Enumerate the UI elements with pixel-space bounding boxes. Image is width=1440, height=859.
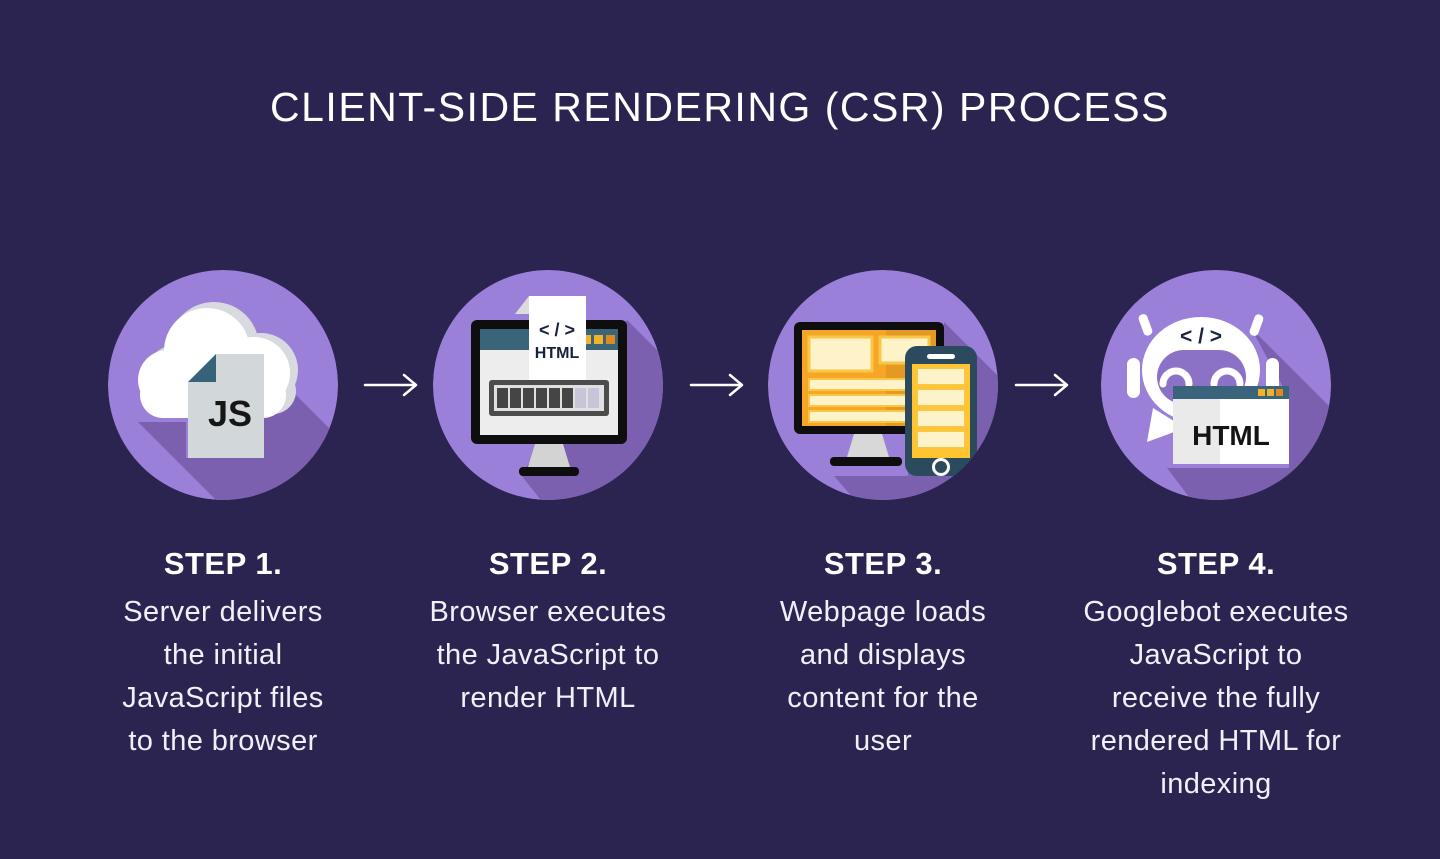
- step-3-line: content for the: [787, 682, 979, 714]
- step-4-label: STEP 4.: [1156, 546, 1276, 581]
- step-2-line: Browser executes: [429, 596, 667, 628]
- js-file-label: JS: [208, 393, 252, 434]
- step-2-description: Browser executes the JavaScript to rende…: [378, 591, 718, 720]
- right-arrow-icon: [363, 373, 418, 397]
- step-2-line: the JavaScript to: [436, 639, 660, 671]
- step-3-column: STEP 3. Webpage loads and displays conte…: [713, 270, 1053, 763]
- step-3-line: user: [853, 725, 912, 757]
- step-4-line: JavaScript to: [1129, 639, 1303, 671]
- step-4-column: < / > HTML STEP 4. Googlebot executes Ja…: [1046, 270, 1386, 806]
- step-4-line: receive the fully: [1111, 682, 1321, 714]
- step-1-line: the initial: [163, 639, 283, 671]
- step-4-line: indexing: [1160, 768, 1272, 800]
- step-2-line: render HTML: [460, 682, 636, 714]
- step-3-line: and displays: [799, 639, 966, 671]
- step-4-description: Googlebot executes JavaScript to receive…: [1046, 591, 1386, 806]
- cloud-js-file-icon: JS: [108, 270, 338, 500]
- step-2-label: STEP 2.: [488, 546, 608, 581]
- page-title: CLIENT-SIDE RENDERING (CSR) PROCESS: [270, 84, 1170, 130]
- step-1-column: JS STEP 1. Server delivers the initial J…: [53, 270, 393, 763]
- step-4-line: Googlebot executes: [1083, 596, 1349, 628]
- step-1-line: Server delivers: [123, 596, 323, 628]
- right-arrow-icon: [689, 373, 744, 397]
- googlebot-html-icon: < / > HTML: [1101, 270, 1331, 500]
- code-tag-label: < / >: [539, 320, 575, 340]
- step-3-description: Webpage loads and displays content for t…: [713, 591, 1053, 763]
- html-window-label: HTML: [1192, 420, 1270, 451]
- right-arrow-icon: [1014, 373, 1069, 397]
- step-3-line: Webpage loads: [779, 596, 987, 628]
- step-1-label: STEP 1.: [163, 546, 283, 581]
- robot-code-label: < / >: [1180, 325, 1222, 348]
- step-3-label: STEP 3.: [823, 546, 943, 581]
- desktop-mobile-webpage-icon: [768, 270, 998, 500]
- browser-executes-js-icon: < / > HTML: [433, 270, 663, 500]
- step-1-line: JavaScript files: [122, 682, 324, 714]
- step-1-line: to the browser: [128, 725, 318, 757]
- step-2-column: < / > HTML STEP 2. Browser executes the …: [378, 270, 718, 720]
- html-doc-label: HTML: [535, 345, 580, 362]
- step-1-description: Server delivers the initial JavaScript f…: [53, 591, 393, 763]
- step-4-line: rendered HTML for: [1090, 725, 1342, 757]
